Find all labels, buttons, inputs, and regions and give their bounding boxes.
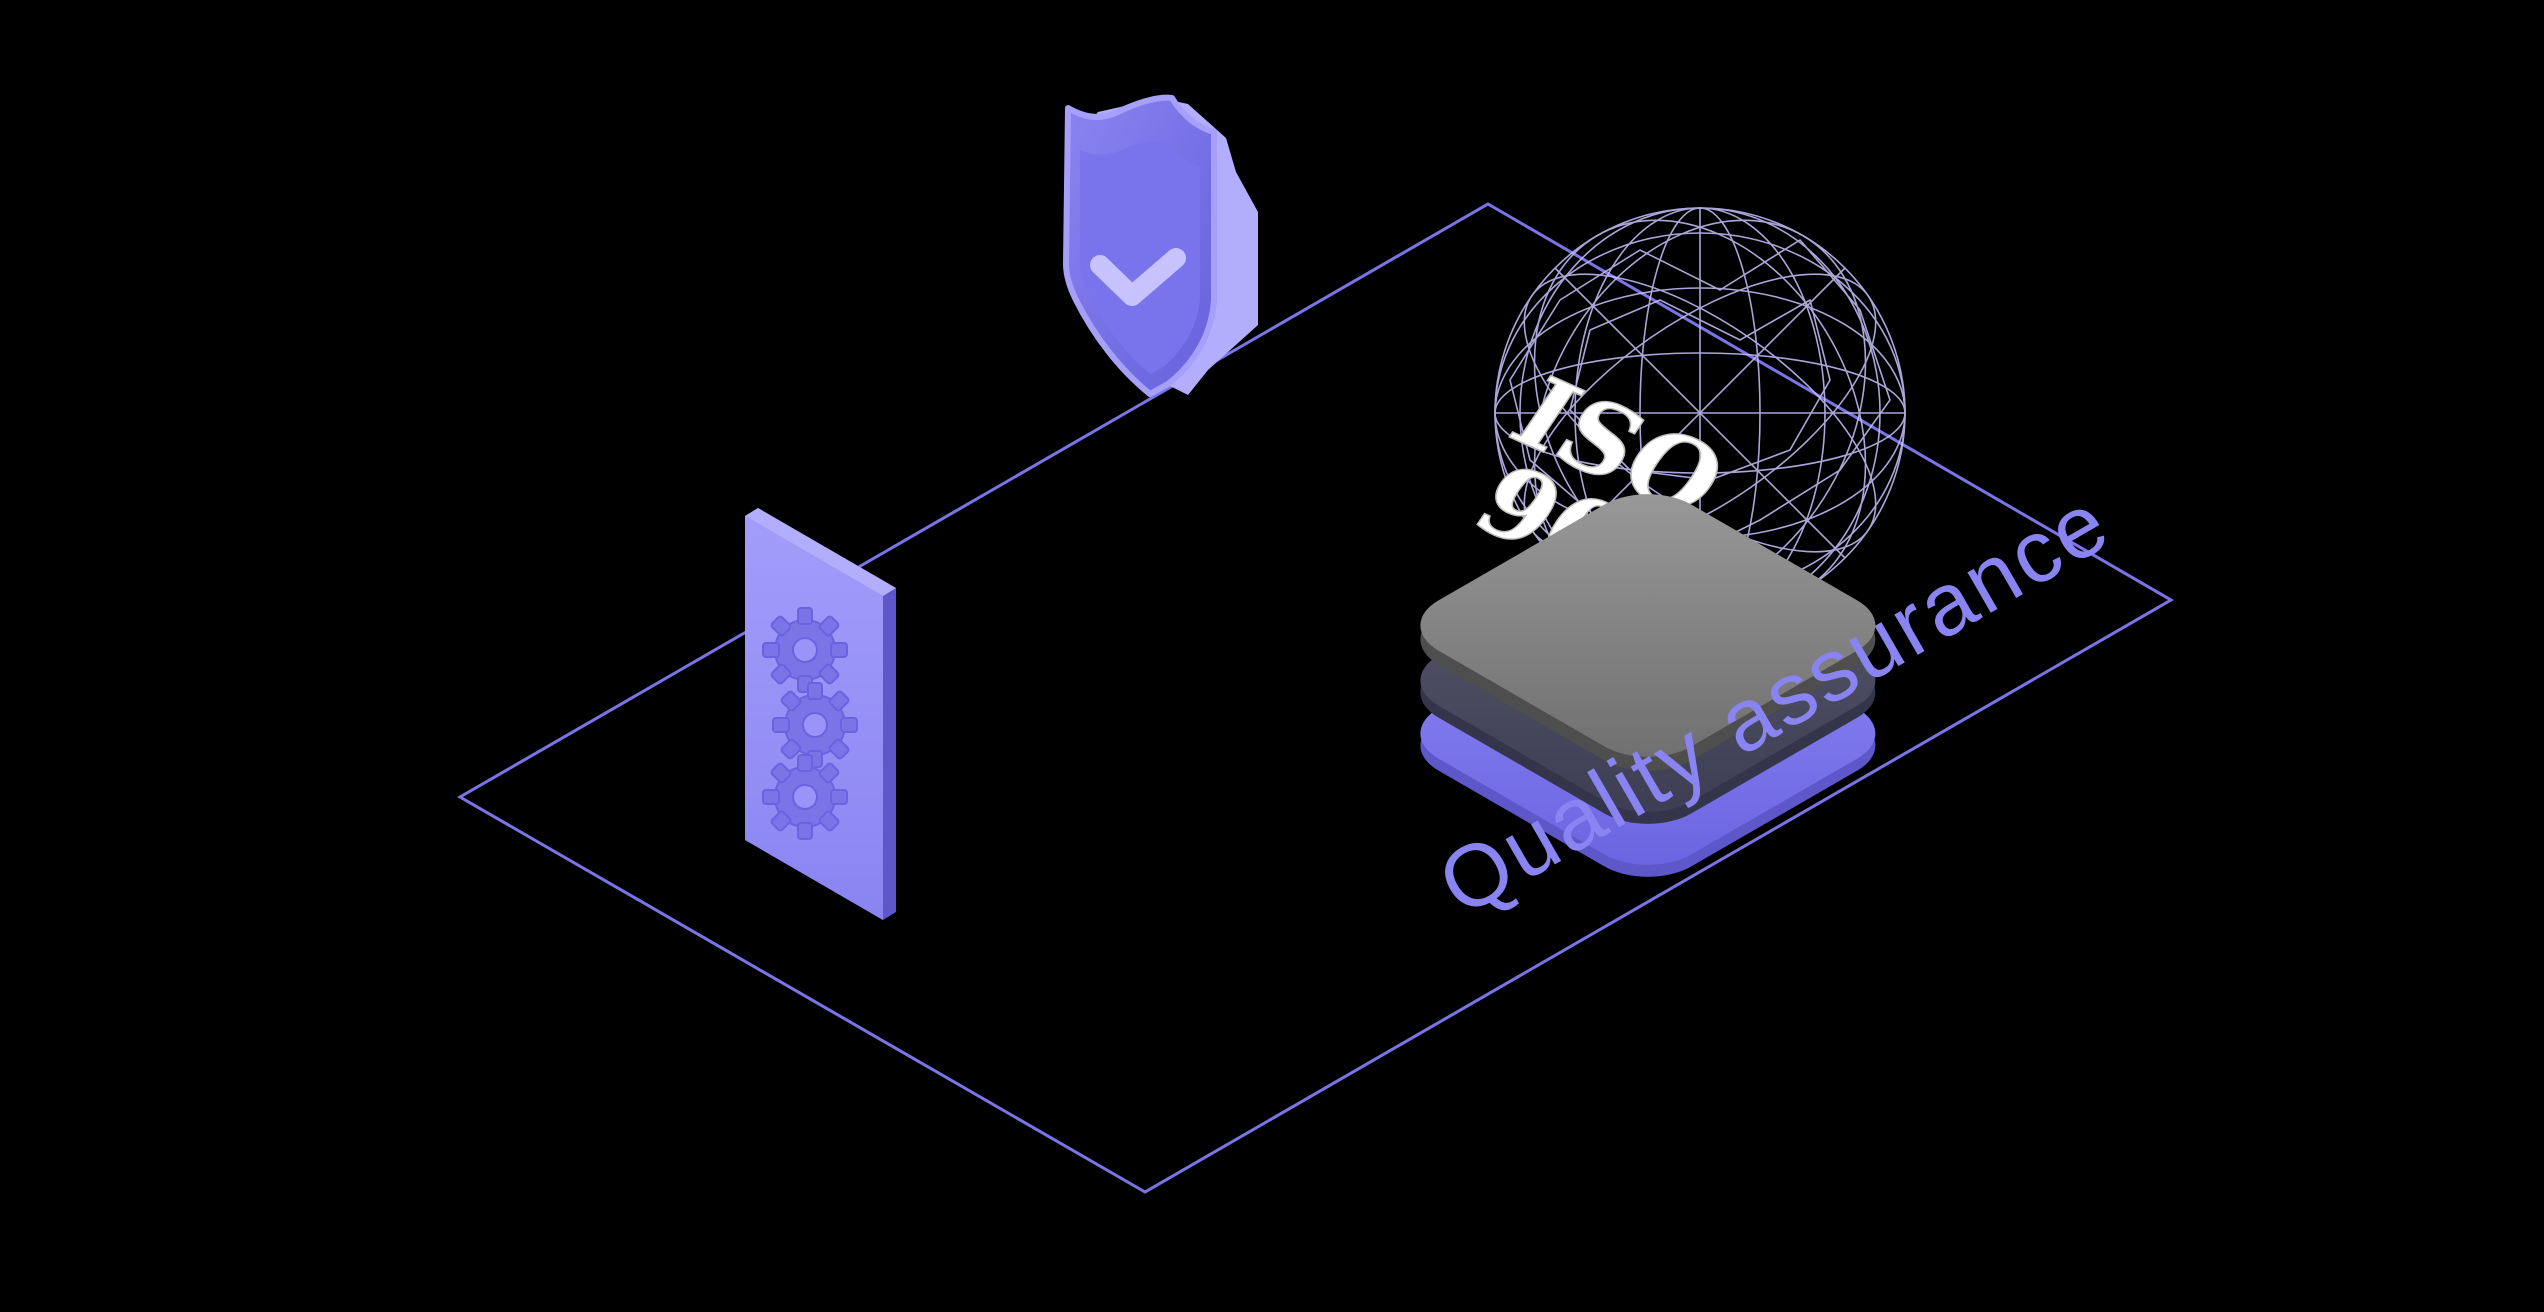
floor-outline xyxy=(456,202,2174,1194)
stacked-layers-icon xyxy=(1420,494,1876,877)
shield-check-icon xyxy=(1063,94,1258,397)
gears-panel-icon xyxy=(745,508,896,920)
